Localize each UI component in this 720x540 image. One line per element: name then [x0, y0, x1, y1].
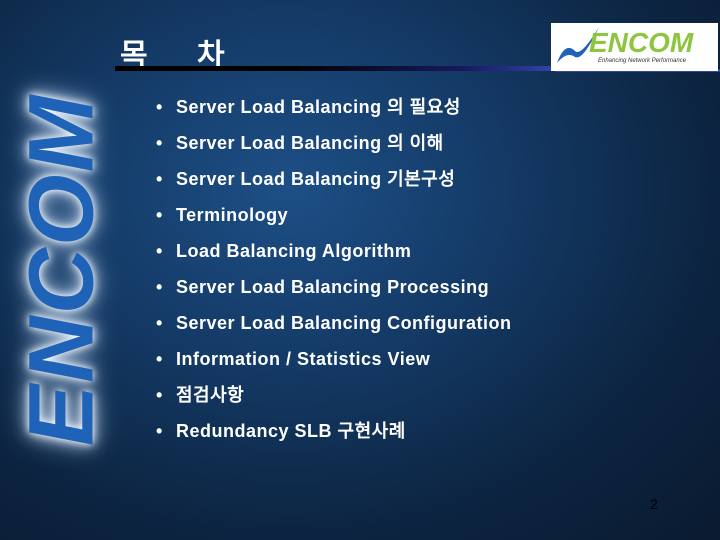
list-item: •Server Load Balancing 의 필요성 [156, 97, 461, 117]
logo-tagline: Enhancing Network Performance [598, 58, 687, 64]
list-item: •Server Load Balancing 기본구성 [156, 169, 456, 189]
list-item: •Load Balancing Algorithm [156, 241, 412, 261]
encom-watermark-logo: ENCOM [10, 93, 113, 447]
list-item: •Server Load Balancing 의 이해 [156, 133, 444, 153]
encom-logo: ENCOM Enhancing Network Performance [551, 23, 718, 71]
list-item: •Server Load Balancing Configuration [156, 313, 512, 333]
list-item: •Redundancy SLB 구현사례 [156, 421, 406, 441]
title-underline [115, 66, 555, 71]
swoosh-icon [557, 27, 599, 63]
logo-wordmark: ENCOM [589, 27, 694, 58]
list-item: •점검사항 [156, 385, 245, 405]
agenda-list: •Server Load Balancing 의 필요성 •Server Loa… [156, 94, 512, 454]
list-item: •Server Load Balancing Processing [156, 277, 490, 297]
page-number: 2 [650, 496, 658, 512]
list-item: •Information / Statistics View [156, 349, 431, 369]
list-item: •Terminology [156, 205, 289, 225]
